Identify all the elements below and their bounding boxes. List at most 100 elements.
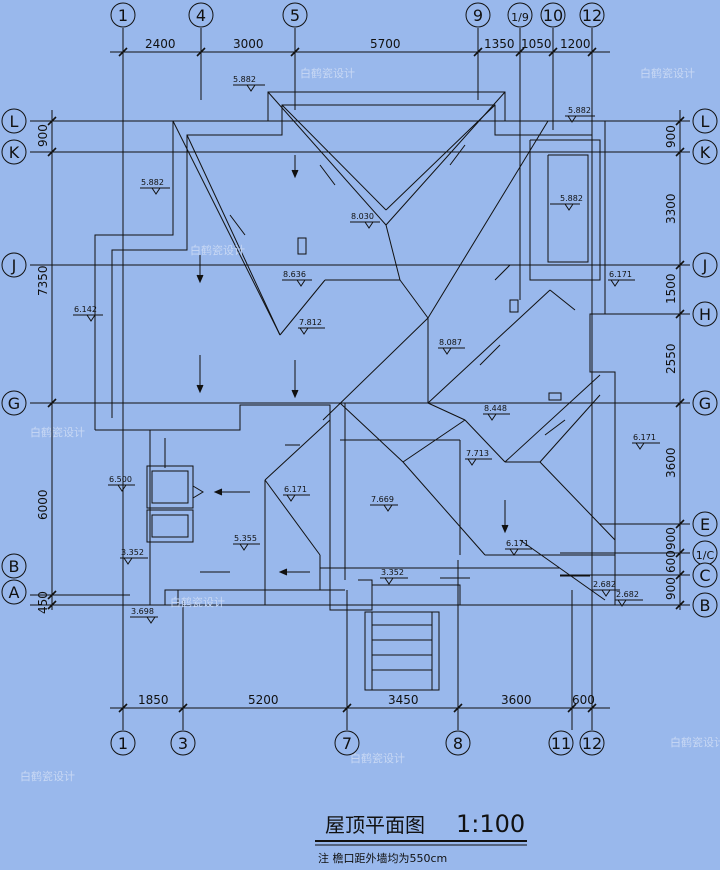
elevation-label: 2.682: [616, 590, 639, 599]
roof-eaves-outline: [94, 91, 616, 611]
dim-left-4: 450: [36, 591, 50, 614]
axis-bubble-right: L: [692, 108, 718, 134]
axis-bubble-right: B: [692, 592, 718, 618]
dim-right-3: 1500: [664, 273, 678, 304]
axis-label-left-2: J: [11, 256, 17, 275]
dim-right-1: 900: [664, 125, 678, 148]
elevation-label: 3.352: [121, 548, 144, 557]
elevation-label: 8.030: [351, 212, 374, 221]
svg-text:白鹤瓷设计: 白鹤瓷设计: [190, 243, 245, 257]
axis-label-bottom-0: 1: [118, 734, 128, 753]
axis-label-bottom-1: 3: [178, 734, 188, 753]
axis-label-right-4: G: [699, 394, 711, 413]
svg-text:白鹤瓷设计: 白鹤瓷设计: [300, 66, 355, 80]
elevation-label: 8.448: [484, 404, 507, 413]
roof-vent: [509, 299, 519, 313]
elevation-label: 6.500: [109, 475, 132, 484]
elevation-label: 6.142: [74, 305, 97, 314]
horizontal-gridlines: [30, 120, 690, 606]
axis-bubble-left: K: [1, 139, 27, 165]
axis-bubble-bottom: 12: [579, 730, 605, 756]
svg-text:白鹤瓷设计: 白鹤瓷设计: [670, 735, 720, 749]
axis-label-left-0: L: [10, 112, 19, 131]
elevation-label: 5.882: [233, 75, 256, 84]
dim-top-6: 1200: [560, 37, 591, 51]
axis-label-top-6: 12: [582, 6, 602, 25]
drawing-title: 屋顶平面图: [325, 813, 425, 837]
svg-text:白鹤瓷设计: 白鹤瓷设计: [350, 751, 405, 765]
axis-bubble-left: G: [1, 390, 27, 416]
elevation-label: 5.882: [141, 178, 164, 187]
watermarks: 白鹤瓷设计 白鹤瓷设计 白鹤瓷设计 白鹤瓷设计 白鹤瓷设计 白鹤瓷设计 白鹤瓷设…: [20, 66, 720, 783]
dim-right-2: 3300: [664, 193, 678, 224]
axis-bubble-top: 4: [188, 2, 214, 28]
axis-label-top-2: 5: [290, 6, 300, 25]
dim-top-3: 5700: [370, 37, 401, 51]
axis-label-top-1: 4: [196, 6, 206, 25]
dim-top-1: 2400: [145, 37, 176, 51]
dim-left-3: 6000: [36, 489, 50, 520]
axis-bubble-top: 12: [579, 2, 605, 28]
dimension-lines: [47, 47, 685, 713]
elevation-label: 6.171: [284, 485, 307, 494]
svg-text:白鹤瓷设计: 白鹤瓷设计: [30, 425, 85, 439]
axis-bubble-right: C: [692, 562, 718, 588]
dim-bottom-3: 3450: [388, 693, 419, 707]
front-stairs: [364, 611, 440, 691]
axis-label-top-0: 1: [118, 6, 128, 25]
axis-label-left-1: K: [9, 143, 20, 162]
elevation-label: 3.698: [131, 607, 154, 616]
svg-text:白鹤瓷设计: 白鹤瓷设计: [170, 595, 225, 609]
elevation-label: 7.812: [299, 318, 322, 327]
axis-bubble-right: J: [692, 252, 718, 278]
axis-label-bottom-5: 12: [582, 734, 602, 753]
dimension-texts: 2400 3000 5700 1350 1050 1200 1850 5200 …: [36, 37, 678, 707]
axis-label-right-1: K: [700, 143, 711, 162]
axis-bubble-right: 1/C: [692, 540, 718, 566]
axis-bubble-left: J: [1, 252, 27, 278]
axis-label-right-2: J: [702, 256, 708, 275]
vertical-gridlines: [122, 28, 593, 730]
elevation-labels: 5.882 5.882 5.882 8.030 5.882 8.636 6.17…: [74, 75, 656, 616]
ridge-and-hip-lines: [172, 91, 616, 605]
axis-bubble-top: 1: [110, 2, 136, 28]
roof-vent: [548, 392, 562, 401]
dim-top-2: 3000: [233, 37, 264, 51]
elevation-label: 5.882: [568, 106, 591, 115]
axis-bubble-right: H: [692, 301, 718, 327]
title-block: 屋顶平面图 1:100 注 檐口距外墙均为550cm: [318, 810, 525, 865]
dim-top-4: 1350: [484, 37, 515, 51]
elevation-label: 2.682: [593, 580, 616, 589]
axis-label-bottom-2: 7: [342, 734, 352, 753]
axis-label-top-5: 10: [543, 6, 563, 25]
elevation-label: 6.171: [633, 433, 656, 442]
axis-label-right-7: C: [699, 566, 710, 585]
axis-bubble-bottom: 8: [445, 730, 471, 756]
elevation-label: 7.669: [371, 495, 394, 504]
elevation-label: 5.882: [560, 194, 583, 203]
axis-label-bottom-4: 11: [551, 734, 571, 753]
axis-bubble-bottom: 1: [110, 730, 136, 756]
elevation-label: 6.171: [506, 539, 529, 548]
drawing-scale: 1:100: [456, 810, 525, 838]
axis-label-right-6: 1/C: [696, 549, 715, 562]
axis-bubble-top: 10: [540, 2, 566, 28]
axis-bubble-top: 9: [465, 2, 491, 28]
dim-bottom-2: 5200: [248, 693, 279, 707]
svg-text:白鹤瓷设计: 白鹤瓷设计: [20, 769, 75, 783]
dim-right-7: 600: [664, 550, 678, 573]
dim-bottom-4: 3600: [501, 693, 532, 707]
axis-label-left-5: A: [9, 583, 20, 602]
axis-bubble-bottom: 3: [170, 730, 196, 756]
axis-bubble-right: E: [692, 511, 718, 537]
axis-label-right-3: H: [699, 305, 711, 324]
elevation-markers: [73, 84, 660, 624]
dim-left-2: 7350: [36, 265, 50, 296]
dim-bottom-1: 1850: [138, 693, 169, 707]
dim-bottom-5: 600: [572, 693, 595, 707]
axis-label-right-8: B: [700, 596, 711, 615]
elevation-label: 7.713: [466, 449, 489, 458]
elevation-label: 6.171: [609, 270, 632, 279]
